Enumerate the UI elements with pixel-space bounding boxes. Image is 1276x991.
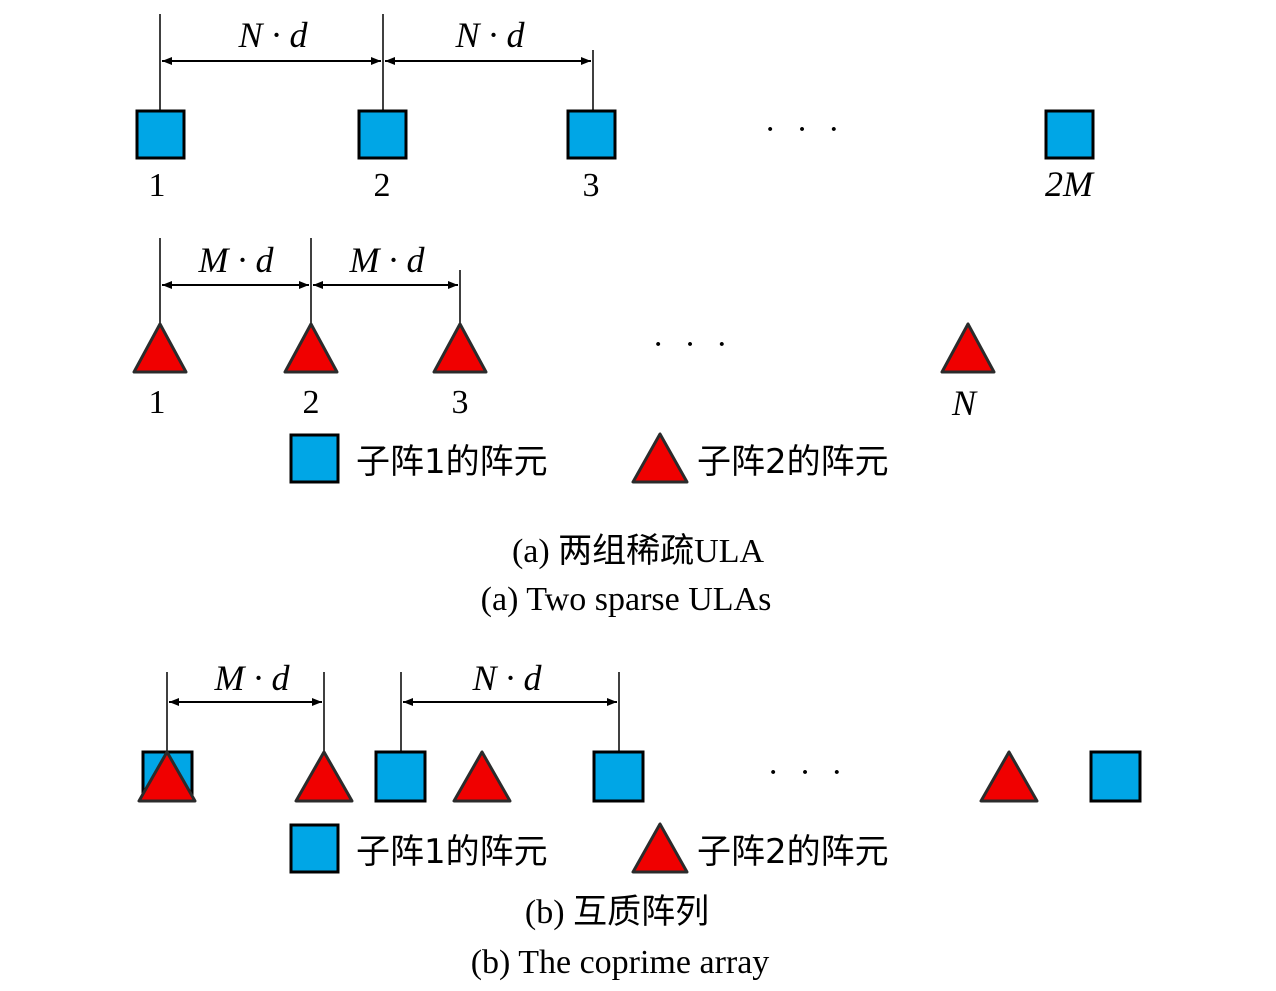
legend-square-icon	[289, 823, 340, 874]
element-index-label: 3	[452, 384, 469, 421]
ellipsis: · · ·	[653, 326, 734, 363]
ellipsis: · · ·	[765, 111, 846, 148]
subarray1-element-square-icon	[357, 109, 408, 160]
panel-a-subarray2: M · d M · d · · · 1 2 3 N	[132, 238, 996, 423]
caption-b-cn: (b) 互质阵列	[525, 893, 709, 931]
subarray2-element-triangle-icon	[132, 322, 188, 374]
legend-panel-a: 子阵1的阵元 子阵2的阵元	[289, 432, 889, 484]
legend-square-icon	[289, 433, 340, 484]
legend-label-subarray1: 子阵1的阵元	[356, 442, 548, 482]
spacing-label-m-d: M · d	[214, 658, 291, 698]
legend-panel-b: 子阵1的阵元 子阵2的阵元	[289, 822, 889, 874]
subarray1-element-square-icon	[1044, 109, 1095, 160]
caption-a-cn: (a) 两组稀疏ULA	[512, 532, 765, 570]
ellipsis: · · ·	[768, 754, 849, 791]
legend-triangle-icon	[631, 432, 689, 484]
element-index-label: 1	[149, 384, 166, 421]
spacing-label-n-d: N · d	[237, 15, 308, 55]
spacing-label-n-d: N · d	[454, 15, 525, 55]
subarray2-element-triangle-icon	[432, 322, 488, 374]
spacing-label-m-d: M · d	[198, 240, 275, 280]
subarray2-element-triangle-icon	[452, 750, 512, 803]
panel-a-subarray1: N · d N · d · · · 1 2 3 2M	[135, 14, 1095, 204]
element-index-label: 2	[303, 384, 320, 421]
subarray2-element-triangle-icon	[283, 322, 339, 374]
element-index-label: 1	[149, 167, 166, 204]
spacing-label-n-d: N · d	[471, 658, 542, 698]
element-index-label: 2	[374, 167, 391, 204]
subarray2-element-triangle-icon	[294, 750, 354, 803]
subarray2-element-triangle-icon	[137, 750, 197, 803]
subarray1-element-square-icon	[566, 109, 617, 160]
legend-label-subarray2: 子阵2的阵元	[697, 442, 889, 482]
subarray2-element-triangle-icon	[940, 322, 996, 374]
element-index-label: 2M	[1045, 164, 1095, 204]
legend-label-subarray1: 子阵1的阵元	[356, 832, 548, 872]
element-index-label: N	[951, 383, 978, 423]
caption-a-en: (a) Two sparse ULAs	[481, 581, 772, 618]
element-index-label: 3	[583, 167, 600, 204]
subarray1-element-square-icon	[135, 109, 186, 160]
legend-label-subarray2: 子阵2的阵元	[697, 832, 889, 872]
subarray1-element-square-icon	[592, 750, 645, 803]
panel-b-coprime-array: M · d N · d · · ·	[137, 658, 1142, 803]
legend-triangle-icon	[631, 822, 689, 874]
caption-b-en: (b) The coprime array	[471, 944, 770, 981]
subarray1-element-square-icon	[1089, 750, 1142, 803]
subarray1-element-square-icon	[374, 750, 427, 803]
subarray2-element-triangle-icon	[979, 750, 1039, 803]
spacing-label-m-d: M · d	[349, 240, 426, 280]
